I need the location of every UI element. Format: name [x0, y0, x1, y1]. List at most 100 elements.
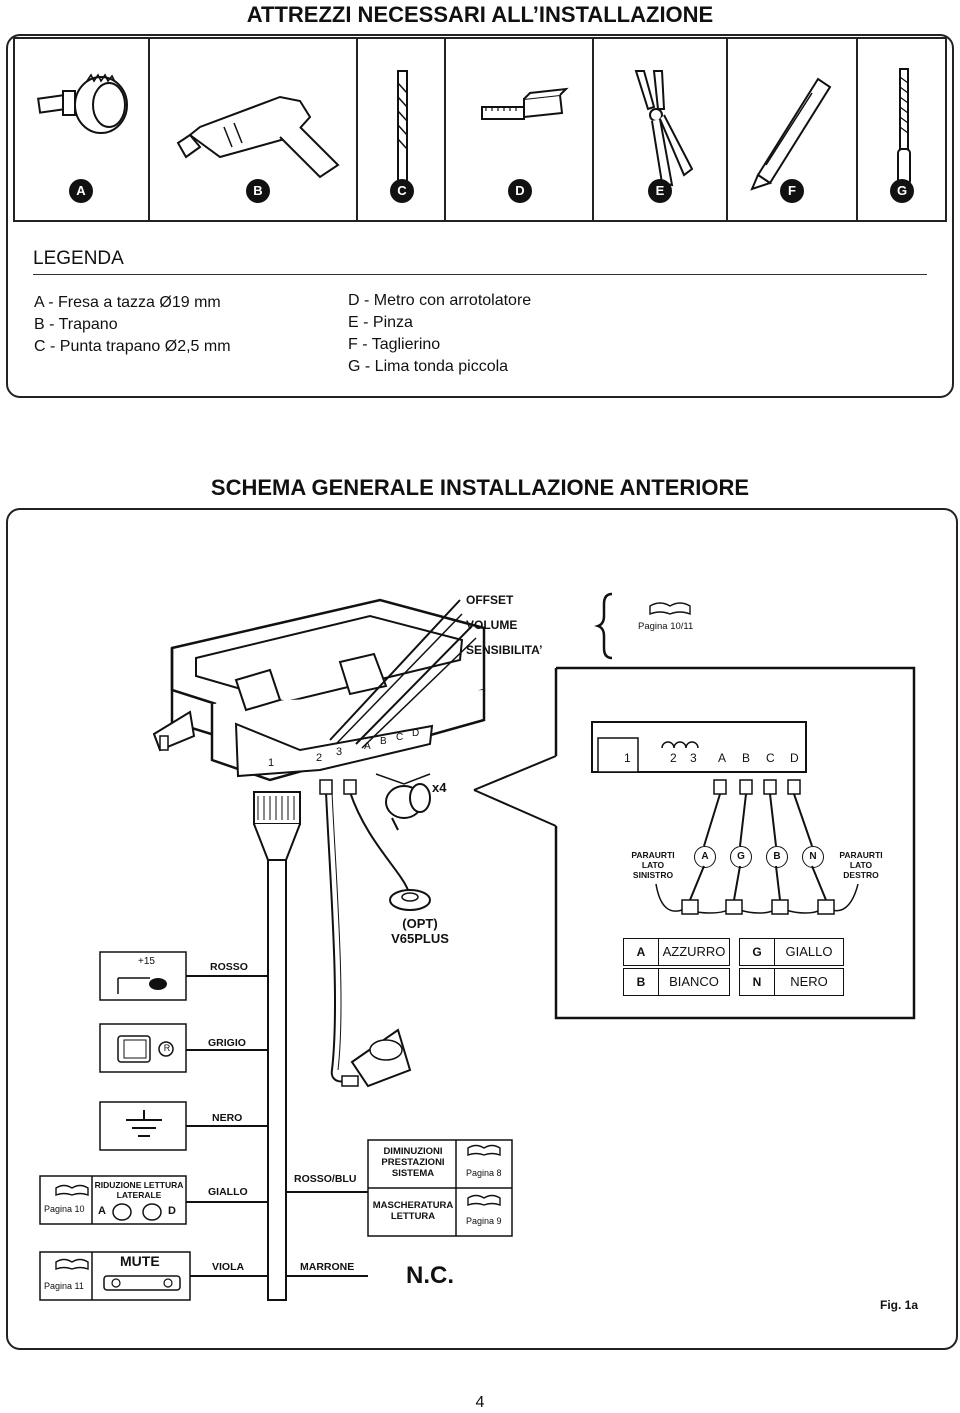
callout-pin-d: D	[790, 751, 799, 765]
wire-viola: VIOLA	[212, 1261, 245, 1273]
wire-grigio: GRIGIO	[208, 1037, 246, 1049]
color-name-b: BIANCO	[658, 968, 730, 996]
tool-cell-e: E	[594, 37, 728, 220]
hole-saw-icon	[37, 73, 128, 134]
legend-item-b: B - Trapano	[34, 316, 118, 333]
legend-item-f: F - Taglierino	[348, 336, 441, 353]
bumper-left-label: PARAURTI LATO SINISTRO	[624, 850, 682, 880]
legend-item-a: A - Fresa a tazza Ø19 mm	[34, 294, 221, 311]
mute-label: MUTE	[120, 1253, 160, 1269]
tool-cell-g: G	[858, 37, 947, 220]
wire-nero: NERO	[212, 1112, 243, 1124]
unit-pin-1: 1	[268, 757, 275, 769]
tape-measure-icon	[481, 87, 569, 120]
legend-right: D - Metro con arrotolatore E - Pinza F -…	[348, 290, 531, 378]
bumper-right-line1: PARAURTI	[839, 850, 883, 860]
bumper-left-line1: PARAURTI	[631, 850, 675, 860]
page-ref-adjust: Pagina 10/11	[638, 621, 694, 632]
tool-letter-g: G	[890, 179, 914, 203]
opt-label: (OPT) V65PLUS	[388, 916, 452, 946]
diminuzioni-label: DIMINUZIONI PRESTAZIONI SISTEMA	[381, 1146, 445, 1179]
color-code-a: A	[623, 938, 659, 966]
bumper-right-line2: LATO	[849, 860, 873, 870]
bumper-right-line3: DESTRO	[843, 870, 879, 880]
bumper-left-line2: LATO	[641, 860, 665, 870]
sensor-n: N	[802, 846, 824, 868]
schema-title: SCHEMA GENERALE INSTALLAZIONE ANTERIORE	[210, 475, 750, 500]
bumper-right-label: PARAURTI LATO DESTRO	[832, 850, 890, 880]
sensor-b: B	[766, 846, 788, 868]
bumper-left-line3: SINISTRO	[632, 870, 674, 880]
adjust-list: OFFSET VOLUME SENSIBILITA’	[466, 588, 542, 663]
color-name-n: NERO	[774, 968, 844, 996]
sensor-g: G	[730, 846, 752, 868]
wire-marrone: MARRONE	[300, 1261, 355, 1273]
callout-pin-3: 3	[690, 751, 697, 765]
pagina8-ref: Pagina 8	[466, 1168, 502, 1178]
file-icon	[897, 68, 911, 186]
pagina10-ref: Pagina 10	[44, 1204, 85, 1214]
plus15-label: +15	[138, 956, 155, 967]
legend-item-g: G - Lima tonda piccola	[348, 358, 509, 375]
opt-model: V65PLUS	[391, 931, 449, 946]
tool-letter-d: D	[508, 179, 532, 203]
color-code-n: N	[739, 968, 775, 996]
cutter-icon	[750, 77, 832, 191]
legend-item-d: D - Metro con arrotolatore	[348, 292, 532, 309]
unit-pin-b: B	[380, 736, 387, 747]
adjust-sensibilita: SENSIBILITA’	[466, 643, 543, 657]
legend-item-e: E - Pinza	[348, 314, 413, 331]
nc-label: N.C.	[406, 1262, 454, 1289]
adjust-volume: VOLUME	[466, 618, 518, 632]
wire-rosso-blu: ROSSO/BLU	[294, 1173, 357, 1185]
opt-text: (OPT)	[402, 916, 438, 931]
page-number: 4	[475, 1394, 485, 1411]
color-name-a: AZZURRO	[658, 938, 730, 966]
drill-icon	[176, 95, 340, 179]
wire-rosso: ROSSO	[210, 961, 248, 973]
reverse-r-label: R	[163, 1043, 171, 1053]
legend-left: A - Fresa a tazza Ø19 mm B - Trapano C -…	[34, 292, 231, 358]
diagram-box	[6, 508, 958, 1350]
pagina9-ref: Pagina 9	[466, 1216, 502, 1226]
tool-letter-e: E	[648, 179, 672, 203]
sensor-a: A	[694, 846, 716, 868]
unit-pin-3: 3	[336, 746, 343, 758]
tool-letter-f: F	[780, 179, 804, 203]
legend-divider	[33, 274, 927, 275]
color-name-g: GIALLO	[774, 938, 844, 966]
callout-pin-a: A	[718, 751, 727, 765]
legend-heading: LEGENDA	[33, 248, 124, 269]
tools-title: ATTREZZI NECESSARI ALL’INSTALLAZIONE	[246, 2, 714, 27]
tools-strip	[13, 37, 947, 222]
unit-pin-2: 2	[316, 752, 323, 764]
legend-item-c: C - Punta trapano Ø2,5 mm	[34, 338, 231, 355]
mascheratura-label: MASCHERATURA LETTURA	[372, 1200, 454, 1222]
callout-pin-b: B	[742, 751, 751, 765]
tool-cell-a: A	[13, 37, 150, 220]
pliers-icon	[634, 70, 694, 187]
tool-cell-b: B	[150, 37, 358, 220]
riduzione-a: A	[98, 1205, 106, 1217]
tool-letter-a: A	[69, 179, 93, 203]
tool-letter-b: B	[246, 179, 270, 203]
tools-legend-box	[6, 34, 954, 398]
wire-giallo: GIALLO	[208, 1186, 248, 1198]
tool-letter-c: C	[390, 179, 414, 203]
adjust-offset: OFFSET	[466, 593, 514, 607]
callout-pin-c: C	[766, 751, 775, 765]
figure-label: Fig. 1a	[880, 1298, 919, 1312]
unit-pin-c: C	[396, 732, 404, 743]
sensor-count: x4	[432, 780, 447, 795]
pagina11-ref: Pagina 11	[44, 1281, 84, 1291]
unit-pin-d: D	[412, 728, 420, 739]
riduzione-d: D	[168, 1205, 176, 1217]
callout-pin-2: 2	[670, 751, 677, 765]
color-code-b: B	[623, 968, 659, 996]
callout-pin-1: 1	[624, 751, 631, 765]
tool-cell-f: F	[728, 37, 858, 220]
tool-cell-d: D	[446, 37, 594, 220]
color-code-g: G	[739, 938, 775, 966]
unit-pin-a: A	[364, 741, 371, 752]
